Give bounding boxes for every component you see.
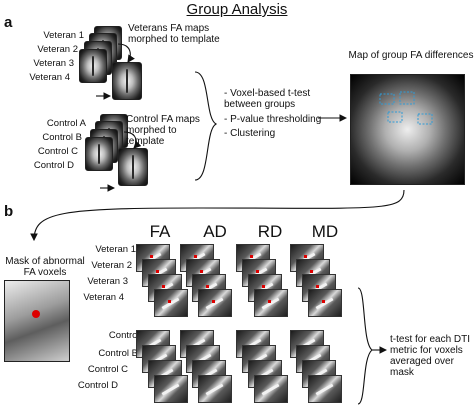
panel-a-label: a	[4, 14, 13, 31]
veteran-4-label: Veteran 4	[29, 72, 70, 83]
step-pvalue-threshold: - P-value thresholding	[224, 114, 322, 125]
control-c-label: Control C	[37, 146, 78, 157]
metric-header-ad: AD	[203, 222, 227, 241]
veteran-3-label: Veteran 3	[33, 58, 74, 69]
abnormal-voxel-mask	[4, 280, 70, 362]
b-control-c-label: Control C	[87, 364, 128, 375]
mask-red-voxel	[32, 310, 40, 318]
slice-veteran-4-metric-4	[308, 289, 342, 317]
veteran-4-fa-map	[79, 49, 107, 83]
b-control-d-label: Control D	[77, 380, 118, 391]
mask-title: Mask of abnormal FA voxels	[5, 256, 85, 278]
page-title: Group Analysis	[186, 1, 288, 18]
cluster-outline-4	[417, 113, 433, 125]
slice-control-4-metric-3	[254, 375, 288, 403]
ttest-note: t-test for each DTI metric for voxels av…	[390, 334, 471, 378]
b-veteran-2-label: Veteran 2	[91, 260, 132, 271]
cluster-outline-2	[399, 91, 415, 105]
veteran-morph-arrow	[117, 43, 135, 63]
cluster-outline-3	[387, 111, 403, 123]
veteran-template-map	[112, 62, 142, 100]
slice-control-4-metric-1	[154, 375, 188, 403]
veteran-note: Veterans FA maps morphed to template	[128, 23, 220, 45]
b-veteran-4-label: Veteran 4	[83, 292, 124, 303]
b-control-b-label: Control B	[98, 348, 138, 359]
veteran-1-label: Veteran 1	[43, 30, 84, 41]
groups-brace	[194, 71, 218, 181]
metric-header-fa: FA	[149, 222, 171, 241]
control-b-label: Control B	[42, 132, 82, 143]
control-morph-arrow	[123, 131, 142, 149]
control-template-map	[118, 148, 148, 186]
step-voxel-ttest: - Voxel-based t-test between groups	[224, 88, 311, 110]
control-a-label: Control A	[46, 118, 86, 129]
slice-veteran-4-metric-2	[198, 289, 232, 317]
control-d-label: Control D	[33, 160, 74, 171]
cluster-outline-1	[379, 93, 395, 105]
to-mask-arrow	[30, 189, 405, 242]
ttest-brace	[357, 287, 373, 405]
control-note: Control FA maps morphed to template	[126, 114, 200, 147]
step-clustering: - Clustering	[224, 128, 276, 139]
slice-veteran-4-metric-3	[254, 289, 288, 317]
b-veteran-1-label: Veteran 1	[95, 244, 136, 255]
veteran-2-label: Veteran 2	[37, 44, 78, 55]
slice-veteran-4-metric-1	[154, 289, 188, 317]
b-control-a-label: Control A	[108, 330, 148, 341]
metric-header-rd: RD	[257, 222, 283, 241]
slice-control-4-metric-2	[198, 375, 232, 403]
panel-b-label: b	[4, 203, 14, 220]
control-d-fa-map	[85, 137, 113, 171]
metric-header-md: MD	[311, 222, 339, 241]
slice-control-4-metric-4	[308, 375, 342, 403]
b-veteran-3-label: Veteran 3	[87, 276, 128, 287]
map-title: Map of group FA differences	[348, 50, 474, 61]
